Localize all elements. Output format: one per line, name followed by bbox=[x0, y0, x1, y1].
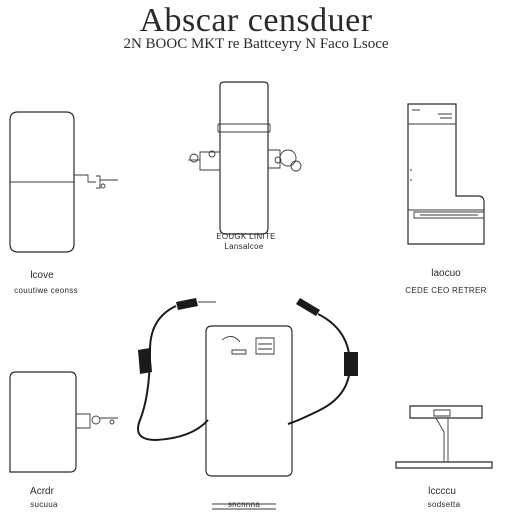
charging-cable-left bbox=[137, 298, 216, 442]
pack-base-lines bbox=[212, 503, 276, 510]
bottom-right-label: lccccu bbox=[428, 486, 456, 497]
stand-device bbox=[395, 405, 493, 469]
center-caption-main: EOUGK LINITE bbox=[216, 232, 276, 241]
right-mid-bottom-label: CEDE CEO RETRER bbox=[405, 286, 487, 295]
cylinder-charger-with-adapters bbox=[188, 81, 302, 235]
power-bank-cylinder-device bbox=[9, 111, 118, 253]
charging-cable-right bbox=[287, 298, 358, 425]
diagram-subtitle: 2N BOOC MKT re Battceyry N Faco Lsoce bbox=[123, 36, 389, 52]
bottom-left-label: Acrdr bbox=[30, 486, 54, 497]
battery-pack-device bbox=[205, 325, 293, 477]
box-device-top-right bbox=[407, 103, 485, 245]
bottom-right-sub-label: sodsetta bbox=[427, 500, 461, 509]
center-caption-sub: Lansalcoe bbox=[224, 242, 264, 251]
bottom-center-sub-label: sncnnna bbox=[227, 500, 261, 509]
left-mid-top-label: lcove bbox=[30, 270, 54, 281]
small-battery-box-device bbox=[9, 371, 118, 473]
diagram-title: Abscar censduer bbox=[139, 2, 373, 39]
right-mid-top-label: laocuo bbox=[431, 268, 461, 279]
left-mid-bottom-label: couutiwe ceonss bbox=[14, 286, 78, 295]
bottom-left-sub-label: sucuua bbox=[30, 500, 58, 509]
